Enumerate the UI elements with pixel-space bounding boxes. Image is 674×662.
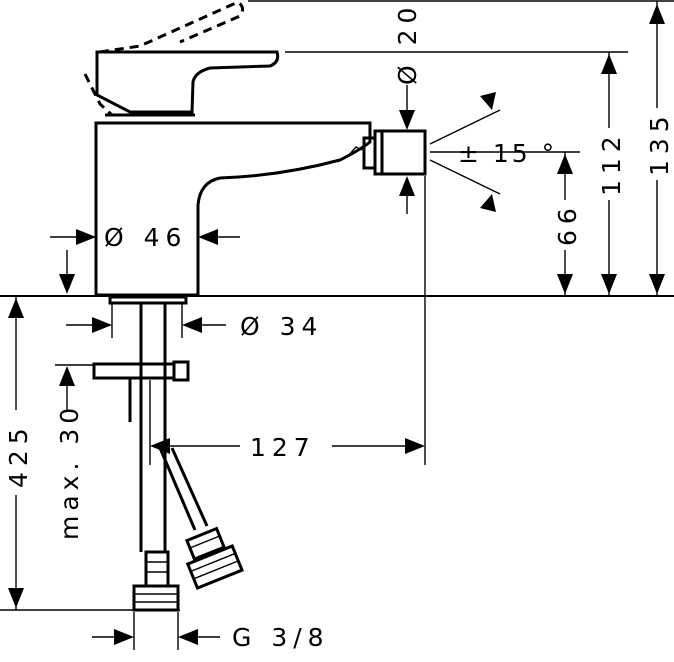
dimension-labels: Ø 20 ± 15 ° 66 112 135 Ø 46 Ø 34 425 max… (4, 2, 674, 652)
label-max-30: max. 30 (55, 403, 84, 540)
fixing-plate (92, 362, 176, 380)
label-h-66: 66 (553, 202, 582, 246)
body-outline (94, 121, 372, 297)
underside-assembly (92, 303, 244, 612)
spout-connector (362, 136, 377, 170)
label-dia-20: Ø 20 (393, 2, 422, 85)
label-h-135: 135 (645, 110, 674, 176)
label-h-112: 112 (597, 130, 626, 196)
label-thread: G 3/8 (232, 623, 330, 652)
lever-handle (95, 50, 280, 114)
lever-dashed-position (99, 0, 245, 54)
hose-diagonal-left (158, 447, 197, 531)
label-dia-46: Ø 46 (104, 223, 187, 252)
label-len-127: 127 (250, 433, 316, 462)
dimension-arrows (8, 1, 665, 645)
hose-connector-straight (132, 550, 180, 612)
base-ring (108, 295, 188, 305)
faucet-body (83, 0, 427, 305)
fixing-nut (172, 360, 190, 382)
label-dia-34: Ø 34 (240, 312, 323, 341)
hose-diagonal-right (170, 447, 209, 527)
lever-dashed-lower (83, 73, 114, 117)
hose-connector-diagonal (184, 526, 244, 591)
label-len-425: 425 (4, 422, 33, 488)
pull-rod (347, 146, 363, 157)
label-angle-15: ± 15 ° (458, 139, 557, 168)
